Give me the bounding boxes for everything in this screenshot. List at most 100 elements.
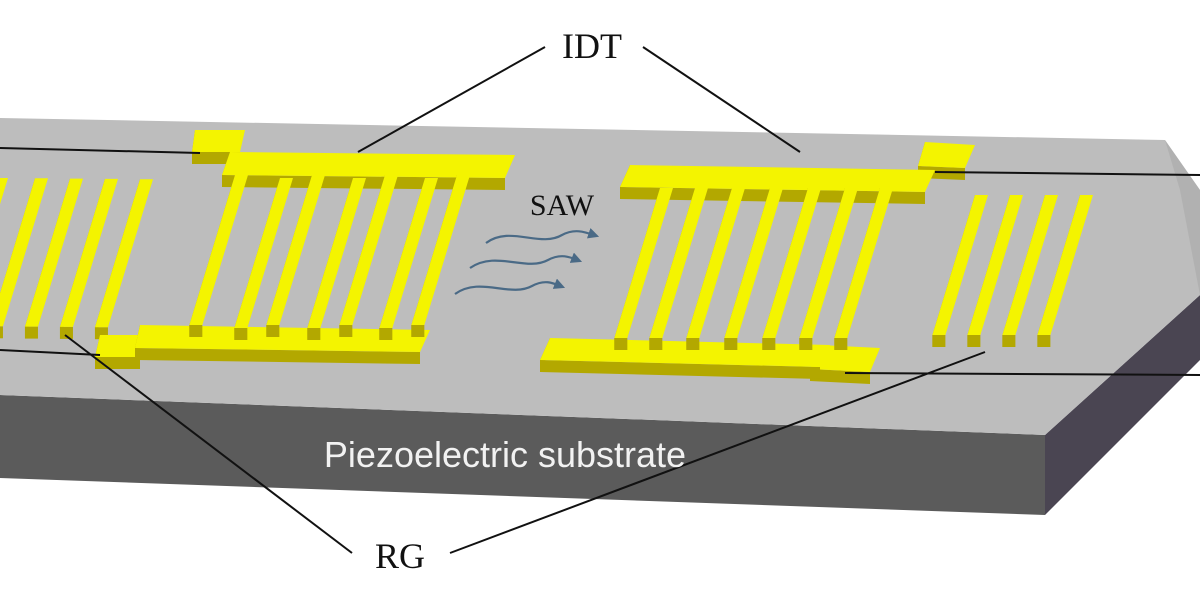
- idt-leader-line-right: [642, 46, 801, 153]
- idt-finger-top-face: [799, 188, 858, 338]
- terminal-lead-bottom-left: [0, 349, 101, 356]
- reflector-finger: [1002, 195, 1058, 347]
- idt-finger: [724, 188, 783, 350]
- idt-finger-front-face: [189, 325, 203, 337]
- idt-finger-top-face: [307, 178, 366, 328]
- rg-leader-line-left: [64, 334, 353, 554]
- idt-finger-front-face: [234, 328, 248, 340]
- idt-busbar: [540, 338, 830, 379]
- idt-finger-front-face: [307, 328, 321, 340]
- reflector-finger-front-face: [967, 335, 981, 347]
- idt-finger-top-face: [614, 188, 673, 338]
- reflector-finger-front-face: [0, 326, 3, 339]
- idt-finger: [649, 188, 708, 350]
- substrate-top-face: [0, 118, 1200, 435]
- reflector-finger-top-face: [59, 178, 118, 327]
- terminal-lead-bottom-right: [844, 372, 1200, 376]
- idt-finger: [379, 178, 438, 340]
- reflector-finger-top-face: [0, 178, 8, 205]
- idt-finger: [234, 178, 293, 340]
- idt-finger-top-face: [686, 188, 745, 338]
- idt-finger-front-face: [266, 325, 280, 337]
- idt-leader-line-left: [357, 46, 546, 153]
- reflector-finger: [24, 178, 84, 339]
- right-reflector-grating: [932, 195, 1093, 347]
- reflector-finger-top-face: [0, 178, 48, 327]
- idt-finger: [686, 188, 745, 350]
- saw-wave-arrows: [454, 227, 600, 295]
- idt-busbar: [135, 325, 430, 364]
- terminal-lead-top-left: [0, 147, 201, 154]
- idt-pad-top-face: [95, 335, 145, 357]
- reflector-finger-front-face: [59, 326, 73, 339]
- reflector-finger-top-face: [94, 179, 153, 328]
- idt-finger-front-face: [834, 338, 848, 350]
- idt-finger-top-face: [234, 178, 293, 328]
- saw-wave-arrow: [469, 252, 583, 269]
- idt-finger-top-face: [411, 175, 470, 325]
- idt-finger-top-face: [649, 188, 708, 338]
- idt-finger: [339, 175, 398, 337]
- idt-busbar: [222, 152, 515, 190]
- idt-finger-front-face: [686, 338, 700, 350]
- idt-finger: [762, 188, 821, 350]
- leader-lines: [0, 46, 1200, 554]
- idt-pad: [192, 130, 245, 164]
- idt-finger-front-face: [411, 325, 425, 337]
- idt-finger-top-face: [762, 188, 821, 338]
- left-reflector-grating: [0, 178, 153, 340]
- reflector-finger-top-face: [932, 195, 988, 335]
- saw-wave-arrow: [485, 227, 600, 244]
- idt-finger: [266, 175, 325, 337]
- idt-busbar-top-face: [620, 165, 935, 192]
- idt-finger-front-face: [614, 338, 628, 350]
- saw-wave-arrow: [454, 278, 566, 295]
- reflector-finger-front-face: [932, 335, 946, 347]
- saw-label: SAW: [530, 189, 595, 222]
- idt-finger: [799, 188, 858, 350]
- idt-finger-front-face: [762, 338, 776, 350]
- reflector-finger-front-face: [1037, 335, 1051, 347]
- idt-finger-front-face: [339, 325, 353, 337]
- idt-finger: [411, 175, 470, 337]
- right-idt: [540, 142, 975, 384]
- reflector-finger: [967, 195, 1023, 347]
- idt-finger: [614, 188, 673, 350]
- idt-finger: [189, 175, 248, 337]
- reflector-finger: [0, 178, 48, 339]
- substrate-top-edge-shade: [1165, 140, 1200, 295]
- idt-busbar-front-face: [540, 360, 820, 379]
- idt-finger-top-face: [379, 178, 438, 328]
- idt-finger-front-face: [649, 338, 663, 350]
- idt-finger-top-face: [339, 175, 398, 325]
- idt-finger-top-face: [724, 188, 783, 338]
- idt-label: IDT: [562, 26, 622, 66]
- idt-busbar-top-face: [222, 152, 515, 178]
- idt-finger-top-face: [834, 188, 893, 338]
- electrode-layer: [0, 130, 1093, 384]
- idt-finger-front-face: [724, 338, 738, 350]
- reflector-finger: [0, 178, 8, 205]
- idt-finger: [307, 178, 366, 340]
- reflector-finger: [1037, 195, 1093, 347]
- terminal-lead-top-right: [934, 171, 1200, 176]
- reflector-finger: [59, 178, 118, 339]
- idt-busbar-front-face: [135, 348, 420, 364]
- left-idt: [95, 130, 515, 369]
- idt-pad-top-face: [810, 345, 880, 372]
- rg-leader-line-right: [449, 351, 986, 554]
- reflector-finger-front-face: [24, 326, 38, 339]
- idt-pad-top-face: [192, 130, 245, 152]
- reflector-finger: [94, 179, 153, 340]
- idt-finger: [834, 188, 893, 350]
- idt-finger-front-face: [799, 338, 813, 350]
- idt-busbar-top-face: [135, 325, 430, 352]
- idt-pad-top-face: [918, 142, 975, 168]
- idt-finger-front-face: [379, 328, 393, 340]
- reflector-finger-top-face: [1037, 195, 1093, 335]
- reflector-finger-top-face: [24, 178, 84, 327]
- reflector-finger: [932, 195, 988, 347]
- idt-finger-top-face: [189, 175, 248, 325]
- reflector-finger-top-face: [1002, 195, 1058, 335]
